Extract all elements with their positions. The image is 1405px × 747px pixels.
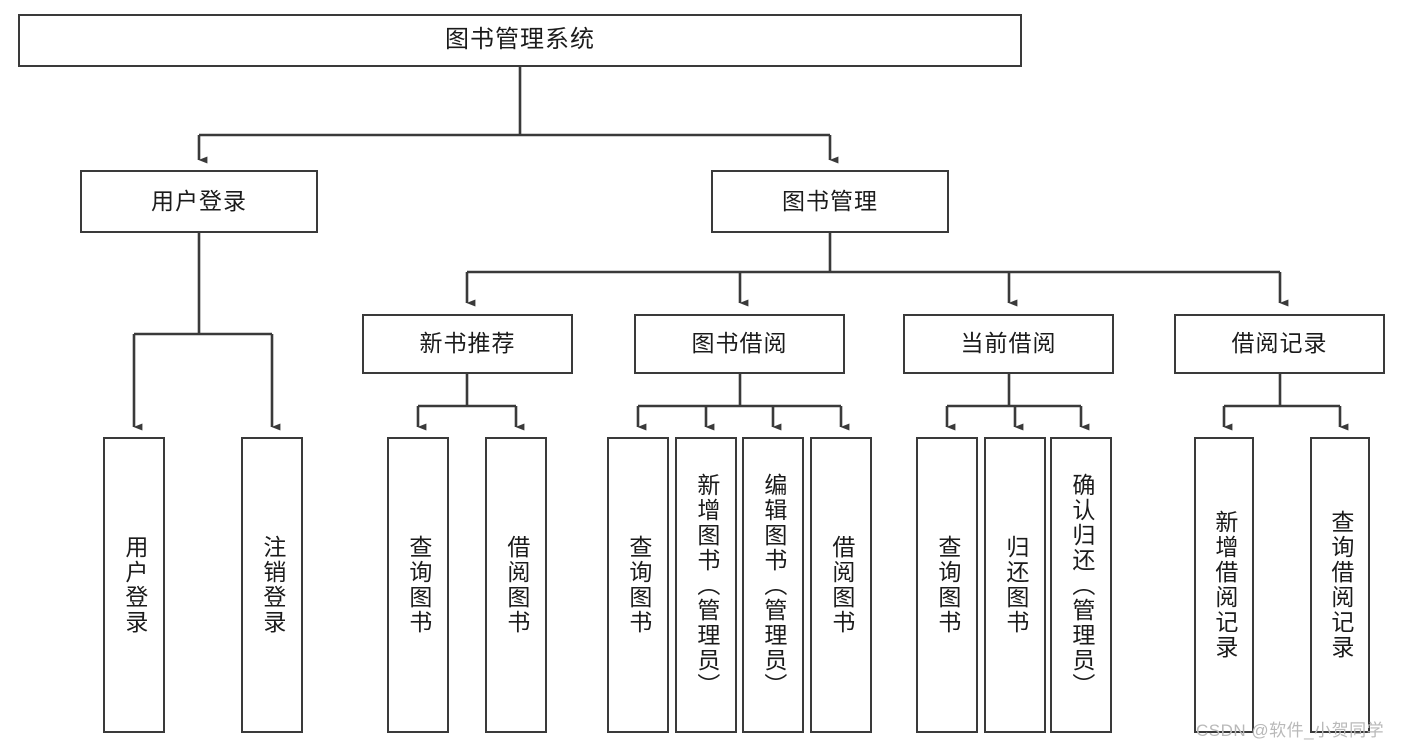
- node-leaf-add-record[interactable]: 新增借阅记录: [1194, 437, 1254, 733]
- node-borrow-record[interactable]: 借阅记录: [1174, 314, 1385, 374]
- node-leaf-add-book[interactable]: 新增图书（管理员）: [675, 437, 737, 733]
- node-leaf-user-login[interactable]: 用户登录: [103, 437, 165, 733]
- node-leaf-add-book-label: 新增图书（管理员）: [693, 472, 720, 698]
- node-root-label: 图书管理系统: [445, 26, 595, 54]
- node-new-book-recommend[interactable]: 新书推荐: [362, 314, 573, 374]
- node-new-book-recommend-label: 新书推荐: [419, 330, 516, 357]
- node-leaf-query-book-borrow[interactable]: 查询图书: [607, 437, 669, 733]
- node-current-borrow-label: 当前借阅: [960, 330, 1057, 357]
- node-leaf-confirm-return-label: 确认归还（管理员）: [1068, 472, 1095, 698]
- node-leaf-borrow-book-label: 借阅图书: [828, 535, 855, 635]
- node-leaf-query-book-current-label: 查询图书: [934, 535, 961, 635]
- csdn-watermark: CSDN @软件_小贺同学: [1196, 721, 1385, 740]
- node-leaf-return-book-label: 归还图书: [1002, 535, 1029, 635]
- node-root-book-management-system[interactable]: 图书管理系统: [18, 14, 1022, 67]
- node-leaf-query-record[interactable]: 查询借阅记录: [1310, 437, 1370, 733]
- node-leaf-borrow-book-rec-label: 借阅图书: [503, 535, 530, 635]
- node-leaf-query-book-current[interactable]: 查询图书: [916, 437, 978, 733]
- node-leaf-add-record-label: 新增借阅记录: [1211, 510, 1238, 660]
- node-leaf-edit-book[interactable]: 编辑图书（管理员）: [742, 437, 804, 733]
- node-leaf-borrow-book-rec[interactable]: 借阅图书: [485, 437, 547, 733]
- node-leaf-query-book-rec[interactable]: 查询图书: [387, 437, 449, 733]
- node-leaf-query-book-rec-label: 查询图书: [405, 535, 432, 635]
- node-user-login-label: 用户登录: [151, 187, 247, 214]
- node-leaf-borrow-book[interactable]: 借阅图书: [810, 437, 872, 733]
- node-leaf-user-logout[interactable]: 注销登录: [241, 437, 303, 733]
- node-book-manage-label: 图书管理: [782, 187, 878, 214]
- node-current-borrow[interactable]: 当前借阅: [903, 314, 1114, 374]
- node-leaf-user-login-label: 用户登录: [121, 535, 148, 635]
- node-leaf-return-book[interactable]: 归还图书: [984, 437, 1046, 733]
- node-borrow-record-label: 借阅记录: [1231, 330, 1328, 357]
- node-leaf-edit-book-label: 编辑图书（管理员）: [760, 472, 787, 698]
- node-book-manage[interactable]: 图书管理: [711, 170, 949, 233]
- node-leaf-user-logout-label: 注销登录: [259, 535, 286, 635]
- node-leaf-query-book-borrow-label: 查询图书: [625, 535, 652, 635]
- node-leaf-confirm-return[interactable]: 确认归还（管理员）: [1050, 437, 1112, 733]
- node-book-borrow-label: 图书借阅: [691, 330, 788, 357]
- node-leaf-query-record-label: 查询借阅记录: [1327, 510, 1354, 660]
- node-user-login[interactable]: 用户登录: [80, 170, 318, 233]
- node-book-borrow[interactable]: 图书借阅: [634, 314, 845, 374]
